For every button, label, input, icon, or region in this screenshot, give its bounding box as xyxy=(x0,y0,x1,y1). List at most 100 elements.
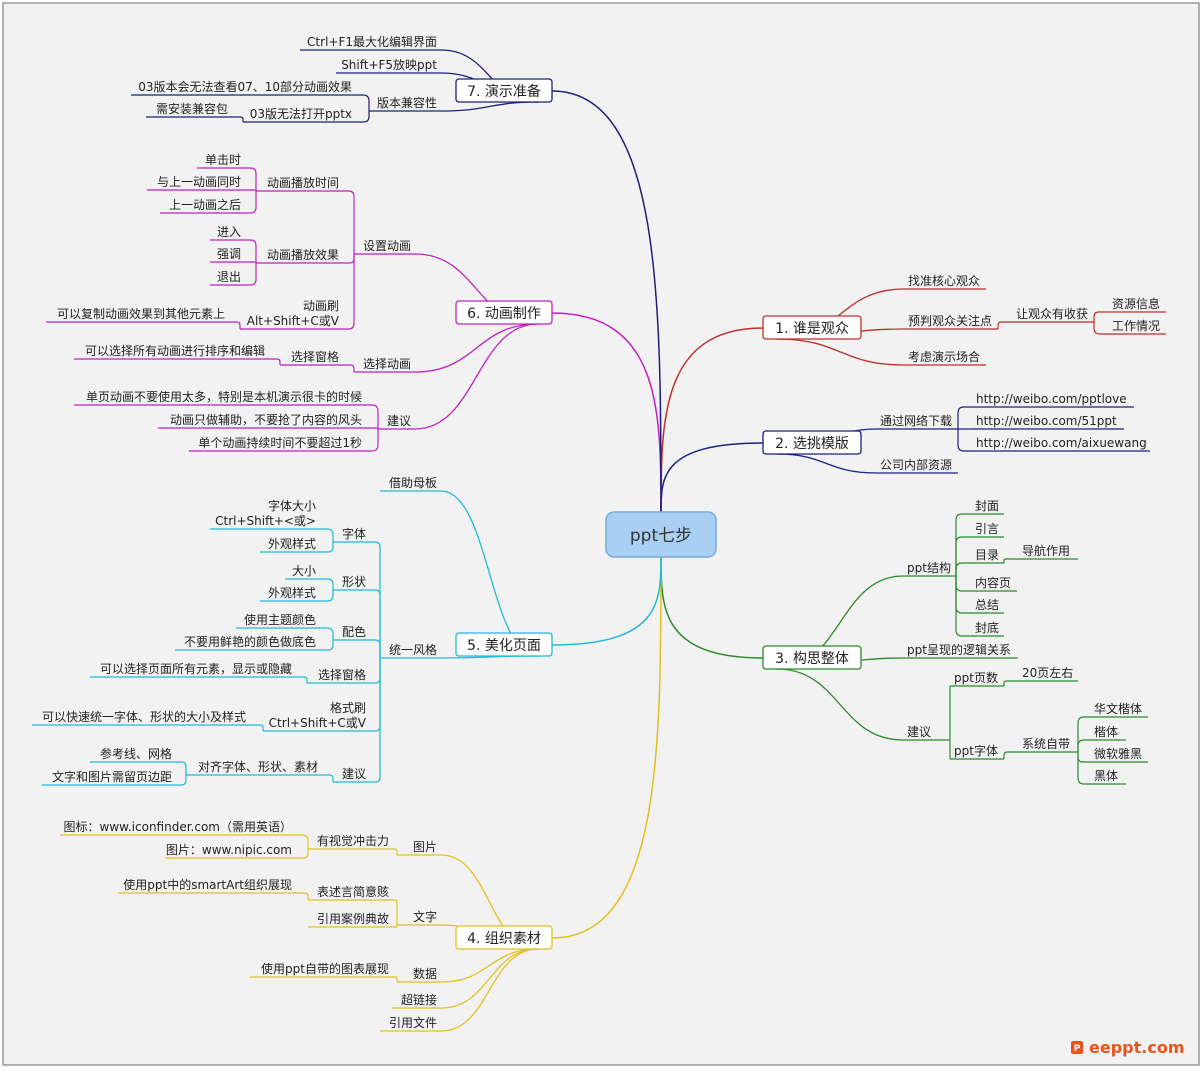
sub-topic[interactable]: 单个动画持续时间不要超过1秒 xyxy=(189,435,366,452)
main-topic[interactable]: 3. 构思整体 xyxy=(762,645,862,670)
sub-topic[interactable]: 动画只做辅助，不要抢了内容的风头 xyxy=(158,412,366,429)
sub-topic[interactable]: 单击时 xyxy=(197,153,245,169)
sub-topic[interactable]: 统一风格 xyxy=(380,642,441,659)
sub-topic[interactable]: 数据 xyxy=(397,966,441,983)
topic-label-line: 选择窗格 xyxy=(291,349,339,364)
sub-topic[interactable]: 超链接 xyxy=(392,992,441,1009)
sub-topic[interactable]: 楷体 xyxy=(1090,724,1126,741)
sub-topic[interactable]: 外观样式 xyxy=(260,585,320,602)
sub-topic[interactable]: 总结 xyxy=(971,598,1004,614)
sub-topic[interactable]: 建议 xyxy=(333,767,370,783)
sub-topic[interactable]: 目录 xyxy=(971,548,1004,564)
topic-label-line: 使用ppt中的smartArt组织展现 xyxy=(123,877,292,892)
sub-topic[interactable]: ppt字体 xyxy=(950,743,1004,760)
topic-label-line: 不要用鲜艳的颜色做底色 xyxy=(184,634,316,649)
sub-topic[interactable]: ppt页数 xyxy=(950,670,1004,687)
sub-topic[interactable]: 使用主题颜色 xyxy=(236,612,320,629)
sub-topic[interactable]: 可以复制动画效果到其他元素上 xyxy=(46,306,229,323)
sub-topic[interactable]: 不要用鲜艳的颜色做底色 xyxy=(175,634,320,651)
sub-topic[interactable]: 建议 xyxy=(903,725,950,741)
sub-topic[interactable]: http://weibo.com/51ppt xyxy=(972,414,1124,430)
sub-topic[interactable]: 选择动画 xyxy=(354,357,415,373)
sub-topic[interactable]: 对齐字体、形状、素材 xyxy=(186,759,322,776)
sub-topic[interactable]: 与上一动画同时 xyxy=(147,175,245,191)
main-topic[interactable]: 1. 谁是观众 xyxy=(762,315,862,340)
sub-topic[interactable]: 借助母板 xyxy=(380,476,441,492)
sub-topic[interactable]: 配色 xyxy=(333,625,370,641)
sub-topic[interactable]: 选择窗格 xyxy=(280,349,343,366)
sub-topic[interactable]: 通过网络下载 xyxy=(876,413,958,430)
main-topic[interactable]: 4. 组织素材 xyxy=(455,925,553,950)
sub-topic[interactable]: 动画播放时间 xyxy=(256,175,343,192)
sub-topic[interactable]: Shift+F5放映ppt xyxy=(336,57,441,74)
sub-topic[interactable]: 使用ppt中的smartArt组织展现 xyxy=(118,877,296,894)
sub-topic[interactable]: Ctrl+F1最大化编辑界面 xyxy=(300,34,441,51)
sub-topic[interactable]: http://weibo.com/aixuewang xyxy=(972,436,1150,452)
main-topic[interactable]: 6. 动画制作 xyxy=(455,300,553,325)
sub-topic[interactable]: 华文楷体 xyxy=(1090,701,1148,718)
sub-topic[interactable]: 引言 xyxy=(971,522,1004,538)
sub-topic[interactable]: 建议 xyxy=(378,414,415,430)
topic-label: 文字 xyxy=(413,909,437,924)
sub-topic[interactable]: 03版无法打开pptx xyxy=(243,107,356,123)
sub-topic[interactable]: 导航作用 xyxy=(1018,543,1078,560)
sub-topic[interactable]: 图片 xyxy=(397,840,441,856)
sub-topic[interactable]: 上一动画之后 xyxy=(160,198,245,214)
sub-topic[interactable]: 预判观众关注点 xyxy=(904,313,998,330)
sub-topic[interactable]: 使用ppt自带的图表展现 xyxy=(250,961,393,978)
sub-topic[interactable]: 大小 xyxy=(285,564,320,580)
sub-topic[interactable]: 进入 xyxy=(210,225,245,241)
sub-topic[interactable]: ppt呈现的逻辑关系 xyxy=(903,642,1018,659)
topic-label-line: 20页左右 xyxy=(1022,665,1073,680)
sub-topic[interactable]: 资源信息 xyxy=(1108,296,1166,313)
sub-topic[interactable]: 工作情况 xyxy=(1108,319,1166,335)
sub-topic[interactable]: 可以选择页面所有元素，显示或隐藏 xyxy=(90,662,296,678)
sub-topic[interactable]: 外观样式 xyxy=(260,536,320,553)
main-topic[interactable]: 5. 美化页面 xyxy=(455,632,553,657)
sub-topic[interactable]: 动画播放效果 xyxy=(256,247,343,264)
sub-topic[interactable]: 有视觉冲击力 xyxy=(308,833,393,850)
main-topic[interactable]: 7. 演示准备 xyxy=(455,78,553,103)
sub-topic[interactable]: 强调 xyxy=(210,247,245,263)
sub-topic[interactable]: 形状 xyxy=(333,575,370,591)
sub-topic[interactable]: 封底 xyxy=(971,620,1004,637)
sub-topic[interactable]: 图标：www.iconfinder.com（需用英语） xyxy=(60,820,296,836)
sub-topic[interactable]: 可以快速统一字体、形状的大小及样式 xyxy=(32,709,250,726)
sub-topic[interactable]: 内容页 xyxy=(971,575,1017,592)
sub-topic[interactable]: 选择窗格 xyxy=(307,667,370,684)
sub-topic[interactable]: 让观众有收获 xyxy=(1012,307,1094,323)
sub-topic[interactable]: 表述言简意赅 xyxy=(308,884,393,901)
sub-topic[interactable]: 版本兼容性 xyxy=(369,95,441,112)
sub-topic[interactable]: 文字 xyxy=(397,909,441,926)
sub-topic[interactable]: 可以选择所有动画进行排序和编辑 xyxy=(74,343,269,360)
sub-topic[interactable]: 引用案例典故 xyxy=(308,911,393,928)
sub-topic[interactable]: 封面 xyxy=(971,499,1004,515)
sub-topic[interactable]: 微软雅黑 xyxy=(1090,746,1148,763)
sub-topic[interactable]: 引用文件 xyxy=(380,1015,441,1032)
sub-topic[interactable]: 考虑演示场合 xyxy=(904,349,986,366)
center-topic[interactable]: ppt七步 xyxy=(605,511,717,558)
sub-topic[interactable]: 参考线、网格 xyxy=(90,746,176,763)
sub-topic[interactable]: 需安装兼容包 xyxy=(146,101,232,118)
sub-topic[interactable]: 单页动画不要使用太多，特别是本机演示很卡的时候 xyxy=(74,389,366,406)
sub-topic[interactable]: ppt结构 xyxy=(903,560,956,577)
sub-topic[interactable]: 退出 xyxy=(210,270,245,286)
main-topic[interactable]: 2. 选挑模版 xyxy=(762,430,862,455)
sub-topic[interactable]: 黑体 xyxy=(1090,769,1126,785)
topic-label-line: Ctrl+Shift+C或V xyxy=(269,716,367,730)
sub-topic[interactable]: 系统自带 xyxy=(1018,737,1078,753)
sub-topic[interactable]: 设置动画 xyxy=(354,239,415,255)
topic-label-line: 建议 xyxy=(387,414,411,428)
sub-topic[interactable]: 图片：www.nipic.com xyxy=(165,843,296,859)
sub-topic[interactable]: 03版本会无法查看07、10部分动画效果 xyxy=(131,79,356,96)
sub-topic[interactable]: 文字和图片需留页边距 xyxy=(42,769,176,786)
sub-topic[interactable]: 字体 xyxy=(333,526,370,543)
sub-topic[interactable]: 公司内部资源 xyxy=(876,457,958,474)
sub-topic[interactable]: http://weibo.com/pptlove xyxy=(972,392,1134,408)
sub-topic[interactable]: 找准核心观众 xyxy=(904,274,986,290)
sub-topic[interactable]: 20页左右 xyxy=(1018,665,1078,682)
